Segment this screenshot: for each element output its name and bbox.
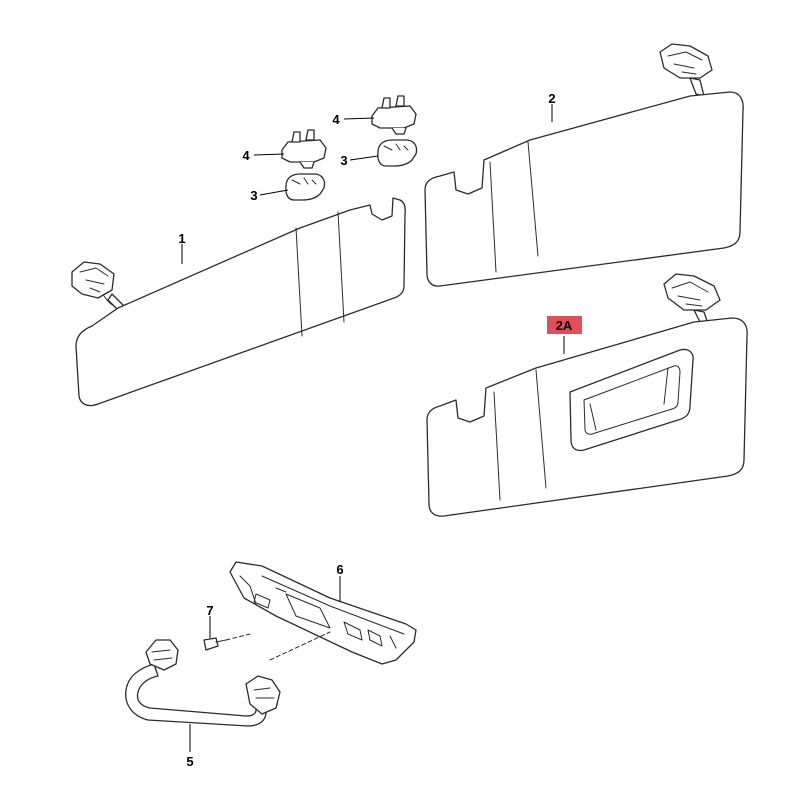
sun-visor-left[interactable] <box>71 197 406 407</box>
callout-2a-highlight <box>547 316 582 334</box>
screw[interactable] <box>203 637 227 651</box>
visor-bracket-upper[interactable] <box>371 95 417 135</box>
callout-4-upper: 4 <box>332 112 340 127</box>
callout-3-lower: 3 <box>250 188 257 203</box>
screw-assembly-line <box>225 633 251 641</box>
visor-2-hinge-bracket <box>659 43 713 79</box>
visor-1-fold-lines <box>295 211 345 337</box>
callout-2a: 2A <box>556 318 573 333</box>
callout-2: 2 <box>548 91 555 106</box>
sun-visor-right[interactable] <box>424 43 744 287</box>
handle-assembly-line <box>269 631 331 661</box>
visor-2-fold-lines <box>489 141 539 273</box>
leader-lines <box>181 104 565 752</box>
callout-4-lower: 4 <box>242 148 250 163</box>
visor-1-hinge-bracket <box>71 261 119 309</box>
visor-2a-hinge-bracket <box>663 273 721 311</box>
callout-3-upper: 3 <box>340 153 347 168</box>
visor-bracket-lower[interactable] <box>281 129 327 169</box>
callout-5: 5 <box>186 754 193 769</box>
visor-2a-fold-lines <box>493 369 547 501</box>
callout-1: 1 <box>178 231 185 246</box>
callout-labels: 1 2 2A 3 3 4 4 5 6 7 <box>178 91 582 769</box>
grab-handle[interactable] <box>125 639 281 727</box>
visor-clip-upper[interactable] <box>377 139 418 167</box>
callout-7: 7 <box>206 603 213 618</box>
vanity-mirror <box>569 348 694 452</box>
sun-visor-right-with-mirror[interactable] <box>426 273 748 517</box>
visor-2-board <box>424 91 744 287</box>
visor-1-board <box>75 197 406 407</box>
visor-2-rod <box>689 77 705 97</box>
callout-6: 6 <box>336 562 343 577</box>
visor-clip-lower[interactable] <box>285 173 326 201</box>
grab-handle-mounting-plate[interactable] <box>229 561 417 665</box>
